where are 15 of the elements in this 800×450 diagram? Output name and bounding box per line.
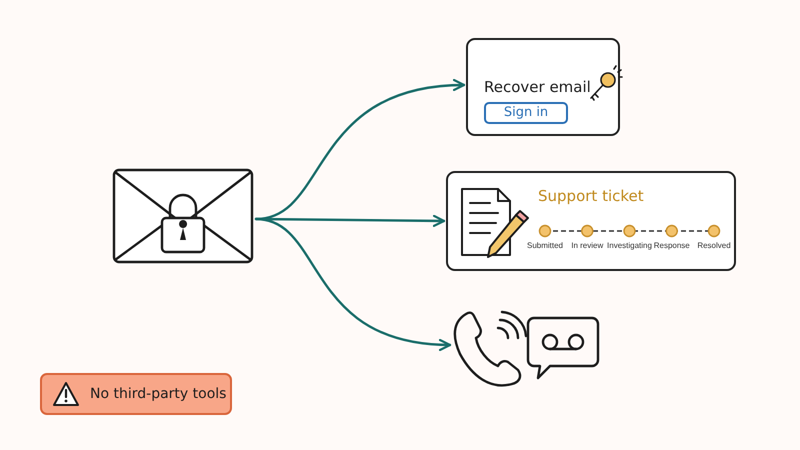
recovery-card: [466, 38, 620, 136]
warning-note: [40, 373, 232, 415]
card-title: Recover email: [484, 78, 591, 96]
note-text: No third-party tools: [90, 386, 226, 402]
step-label: In review: [571, 241, 604, 250]
arrow: [254, 218, 452, 350]
step-label: Response: [654, 241, 690, 250]
step-label: Resolved: [697, 241, 731, 250]
locked-envelope-icon: [112, 168, 254, 264]
step-label: Submitted: [526, 241, 564, 250]
card-title: Support ticket: [538, 187, 644, 205]
sign-in-button: Sign in: [484, 102, 568, 124]
arrow: [254, 80, 466, 220]
support-ticket-card: [446, 171, 736, 271]
step-label: Investigating: [607, 241, 652, 250]
